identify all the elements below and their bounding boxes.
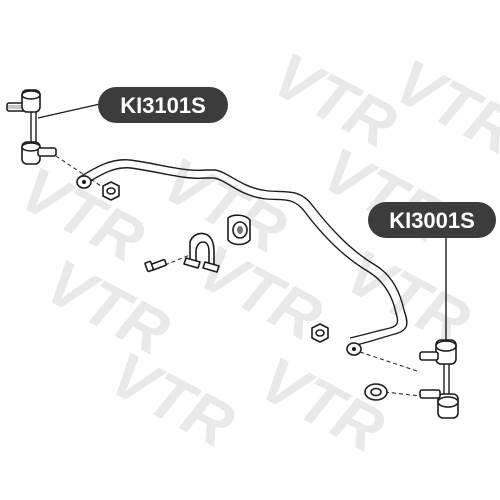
left-label-leader-line [37,103,101,119]
right-link-bottom-stud [419,389,441,399]
watermark-text: VTR [99,338,246,462]
left-part-number-badge: KI3101S [98,87,228,123]
left-link-bottom-stud [37,147,57,157]
bushing-clamp [189,232,215,267]
right-stabilizer-link [311,323,459,419]
left-stabilizer-link [6,89,120,201]
watermark-text: VTR [383,45,500,169]
watermark-text: VTR [261,38,408,162]
watermark-text: VTR [249,343,396,467]
left-part-number-label: KI3101S [120,93,206,118]
stabilizer-bar [76,159,408,356]
right-part-number-label: KI3001S [389,208,475,233]
watermark-text: VTR [334,235,481,359]
right-part-number-badge: KI3001S [368,202,496,238]
watermark-text: VTR [311,133,458,257]
bushing-and-clamp [144,214,251,273]
watermark-group: VTR VTR VTR VTR VTR VTR VTR VTR VTR VTR [9,38,500,466]
right-link-top-stud [419,351,439,361]
